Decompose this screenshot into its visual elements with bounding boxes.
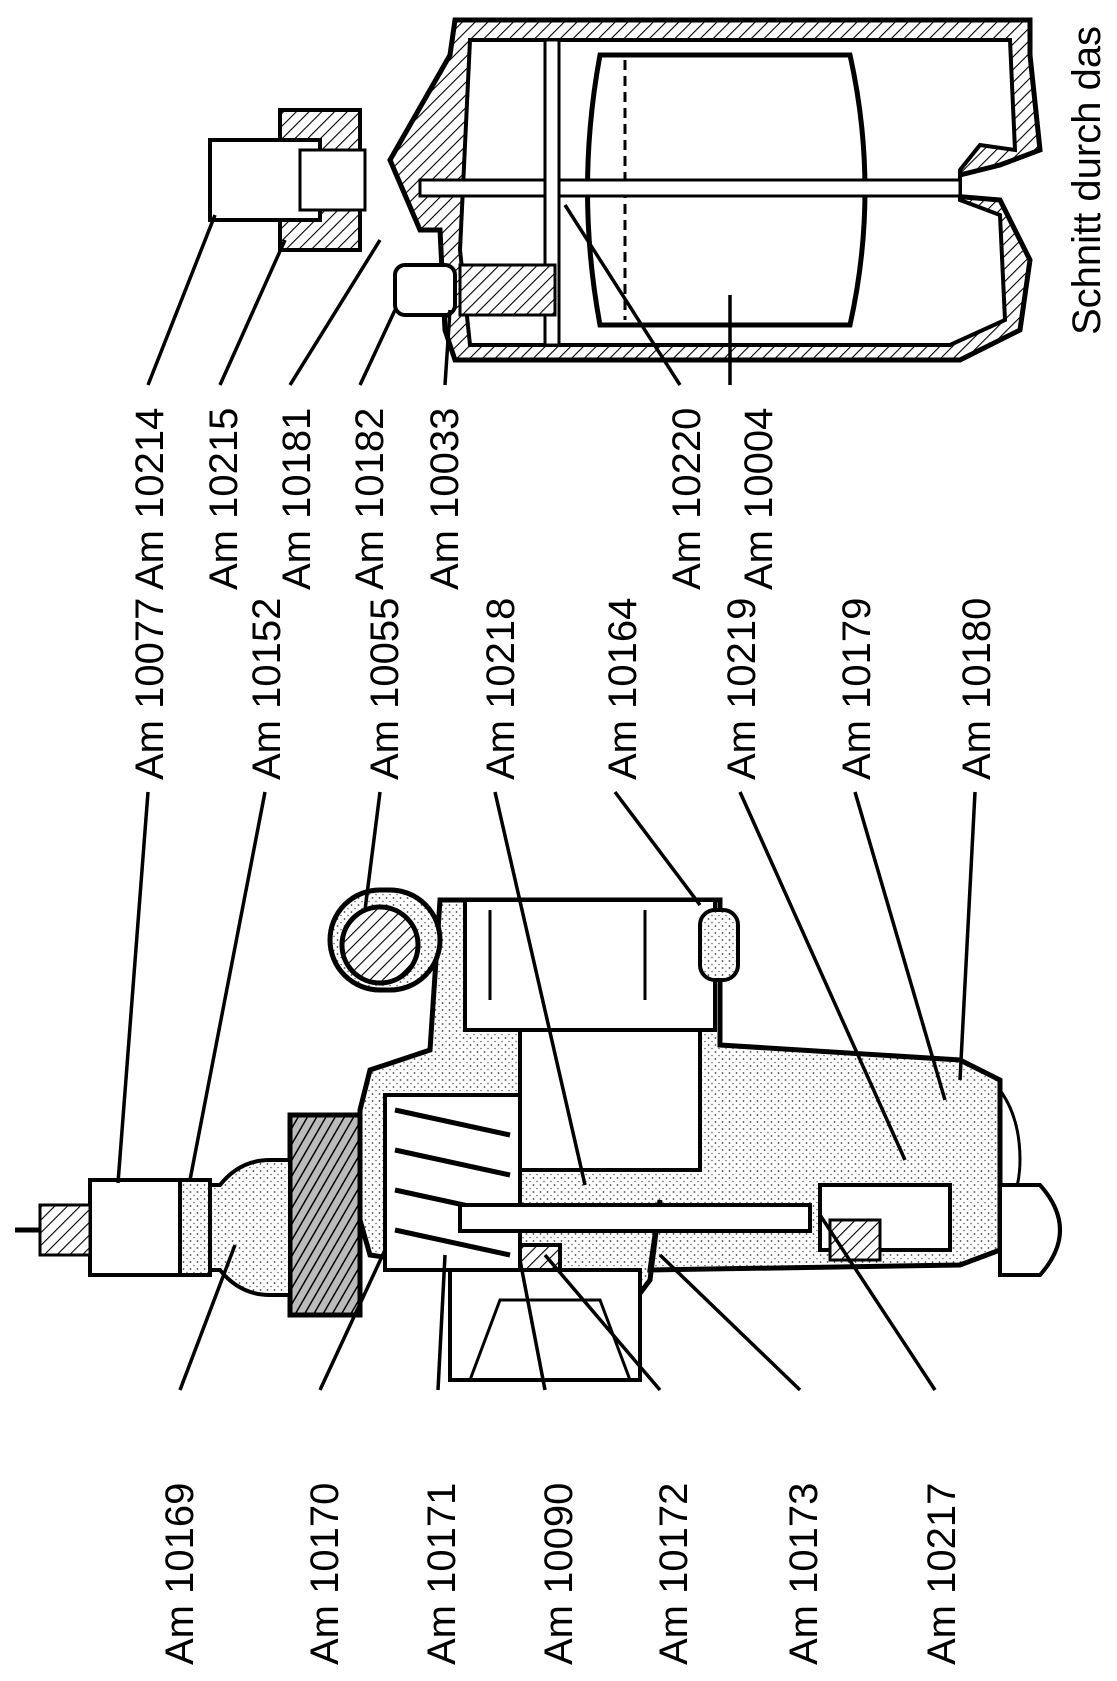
label-10218: Am 10218 <box>479 598 523 780</box>
fitting-10077 <box>88 1178 182 1277</box>
label-10164: Am 10164 <box>601 598 645 780</box>
caption: Schnitt durch das <box>1065 26 1109 335</box>
label-10219: Am 10219 <box>720 598 764 780</box>
label-10181: Am 10181 <box>275 408 319 590</box>
label-10179: Am 10179 <box>835 598 879 780</box>
pin-10182 <box>393 263 457 317</box>
label-10055: Am 10055 <box>363 598 407 780</box>
lower-cross-section <box>15 887 1062 1382</box>
label-10182: Am 10182 <box>348 408 392 590</box>
label-10220: Am 10220 <box>665 408 709 590</box>
eye-10055 <box>339 904 421 986</box>
neck-10169 <box>198 1158 292 1297</box>
upper-cross-section <box>208 17 1043 363</box>
label-10180: Am 10180 <box>955 598 999 780</box>
label-10170: Am 10170 <box>303 1483 347 1665</box>
label-10215: Am 10215 <box>202 408 246 590</box>
label-10217: Am 10217 <box>920 1483 964 1665</box>
label-10077: Am 10077 <box>128 598 172 780</box>
label-10171: Am 10171 <box>420 1483 464 1665</box>
leader-lines <box>116 204 977 1392</box>
callout-labels: Am 10077 Am 10152 Am 10055 Am 10218 Am 1… <box>128 26 1109 1665</box>
label-10214: Am 10214 <box>128 408 172 590</box>
label-10033: Am 10033 <box>423 408 467 590</box>
label-10004: Am 10004 <box>737 408 781 590</box>
nut-10152 <box>178 1178 212 1277</box>
stem-10218 <box>458 1203 812 1233</box>
label-10173: Am 10173 <box>782 1483 826 1665</box>
label-10172: Am 10172 <box>652 1483 696 1665</box>
label-10090: Am 10090 <box>537 1483 581 1665</box>
label-10169: Am 10169 <box>158 1483 202 1665</box>
spring-10033 <box>458 263 557 317</box>
knurled-ring <box>287 1112 363 1318</box>
label-10152: Am 10152 <box>245 598 289 780</box>
